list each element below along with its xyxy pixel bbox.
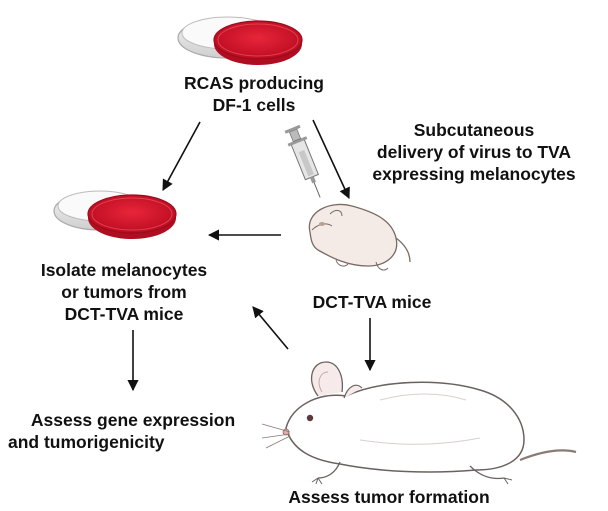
label-line: expressing melanocytes: [372, 164, 576, 184]
label-line: Isolate melanocytes: [40, 260, 208, 280]
syringe-icon: [284, 124, 321, 198]
label-line: Assess gene expression: [30, 410, 236, 430]
label-line: DF-1 cells: [212, 95, 296, 115]
arrow-dish-to-pup: [312, 119, 350, 200]
label-assess-gene-expression: Assess gene expression and tumorigenicit…: [2, 409, 264, 453]
adult-mouse-icon: [261, 361, 577, 485]
label-line: RCAS producing: [184, 73, 324, 93]
label-assess-tumor-formation: Assess tumor formation: [258, 486, 520, 508]
arrow-mouse-to-isolate: [252, 306, 289, 350]
label-rcas-producing: RCAS producing DF-1 cells: [168, 72, 340, 116]
label-line: Assess tumor formation: [288, 487, 490, 507]
label-line: Subcutaneous: [413, 120, 535, 140]
label-line: and tumorigenicity: [8, 432, 165, 452]
label-line: or tumors from: [61, 282, 187, 302]
label-line: DCT-TVA mice: [64, 304, 184, 324]
petri-dish-left-icon: [53, 190, 177, 239]
newborn-mouse-icon: [308, 203, 411, 271]
label-isolate-melanocytes: Isolate melanocytes or tumors from DCT-T…: [18, 259, 230, 325]
petri-dish-top-icon: [177, 16, 303, 65]
label-subcutaneous-delivery: Subcutaneous delivery of virus to TVA ex…: [350, 119, 598, 185]
label-line: delivery of virus to TVA: [376, 142, 572, 162]
label-dct-tva-mice: DCT-TVA mice: [284, 291, 460, 313]
arrow-dish-to-isolate: [162, 121, 201, 191]
label-line: DCT-TVA mice: [312, 292, 432, 312]
